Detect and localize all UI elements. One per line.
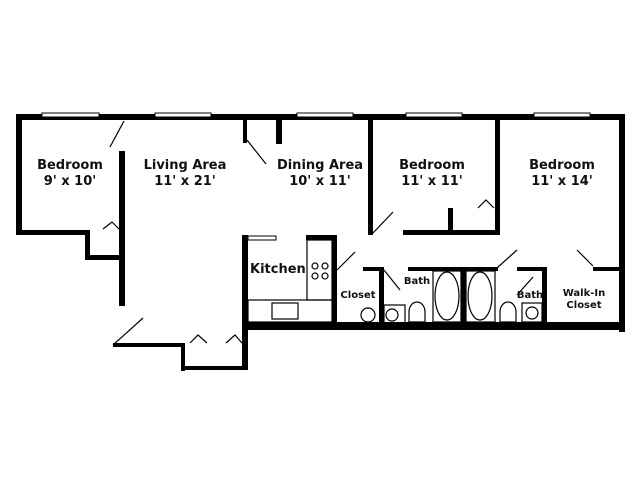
room-label-bedroom-2: Bedroom 11' x 11' xyxy=(392,158,472,189)
room-label-walk-in-closet: Walk-In Closet xyxy=(556,288,612,312)
room-name: Living Area xyxy=(143,158,227,173)
room-name: Closet xyxy=(340,290,376,301)
room-size: 11' x 14' xyxy=(531,173,593,189)
room-name: Bedroom xyxy=(399,158,465,173)
room-size: 10' x 11' xyxy=(289,173,351,189)
room-name: Kitchen xyxy=(250,262,306,277)
room-size: 11' x 21' xyxy=(154,173,216,189)
room-label-dining-area: Dining Area 10' x 11' xyxy=(272,158,368,189)
room-label-bath-1: Bath xyxy=(402,276,432,288)
room-label-kitchen: Kitchen xyxy=(250,262,306,278)
room-label-closet: Closet xyxy=(338,290,378,302)
room-size: 9' x 10' xyxy=(43,173,97,189)
room-name: Bath xyxy=(403,276,431,287)
room-name: Dining Area xyxy=(276,158,364,173)
room-name: Walk-In xyxy=(562,288,606,299)
room-name: Bedroom xyxy=(37,158,103,173)
room-name: Bath xyxy=(516,290,544,301)
room-label-bath-2: Bath xyxy=(515,290,545,302)
room-label-bedroom-1: Bedroom 9' x 10' xyxy=(32,158,108,189)
room-size: 11' x 11' xyxy=(401,173,463,189)
room-label-bedroom-3: Bedroom 11' x 14' xyxy=(522,158,602,189)
room-label-living-area: Living Area 11' x 21' xyxy=(140,158,230,189)
room-name: Bedroom xyxy=(529,158,595,173)
room-name-line2: Closet xyxy=(566,300,602,311)
